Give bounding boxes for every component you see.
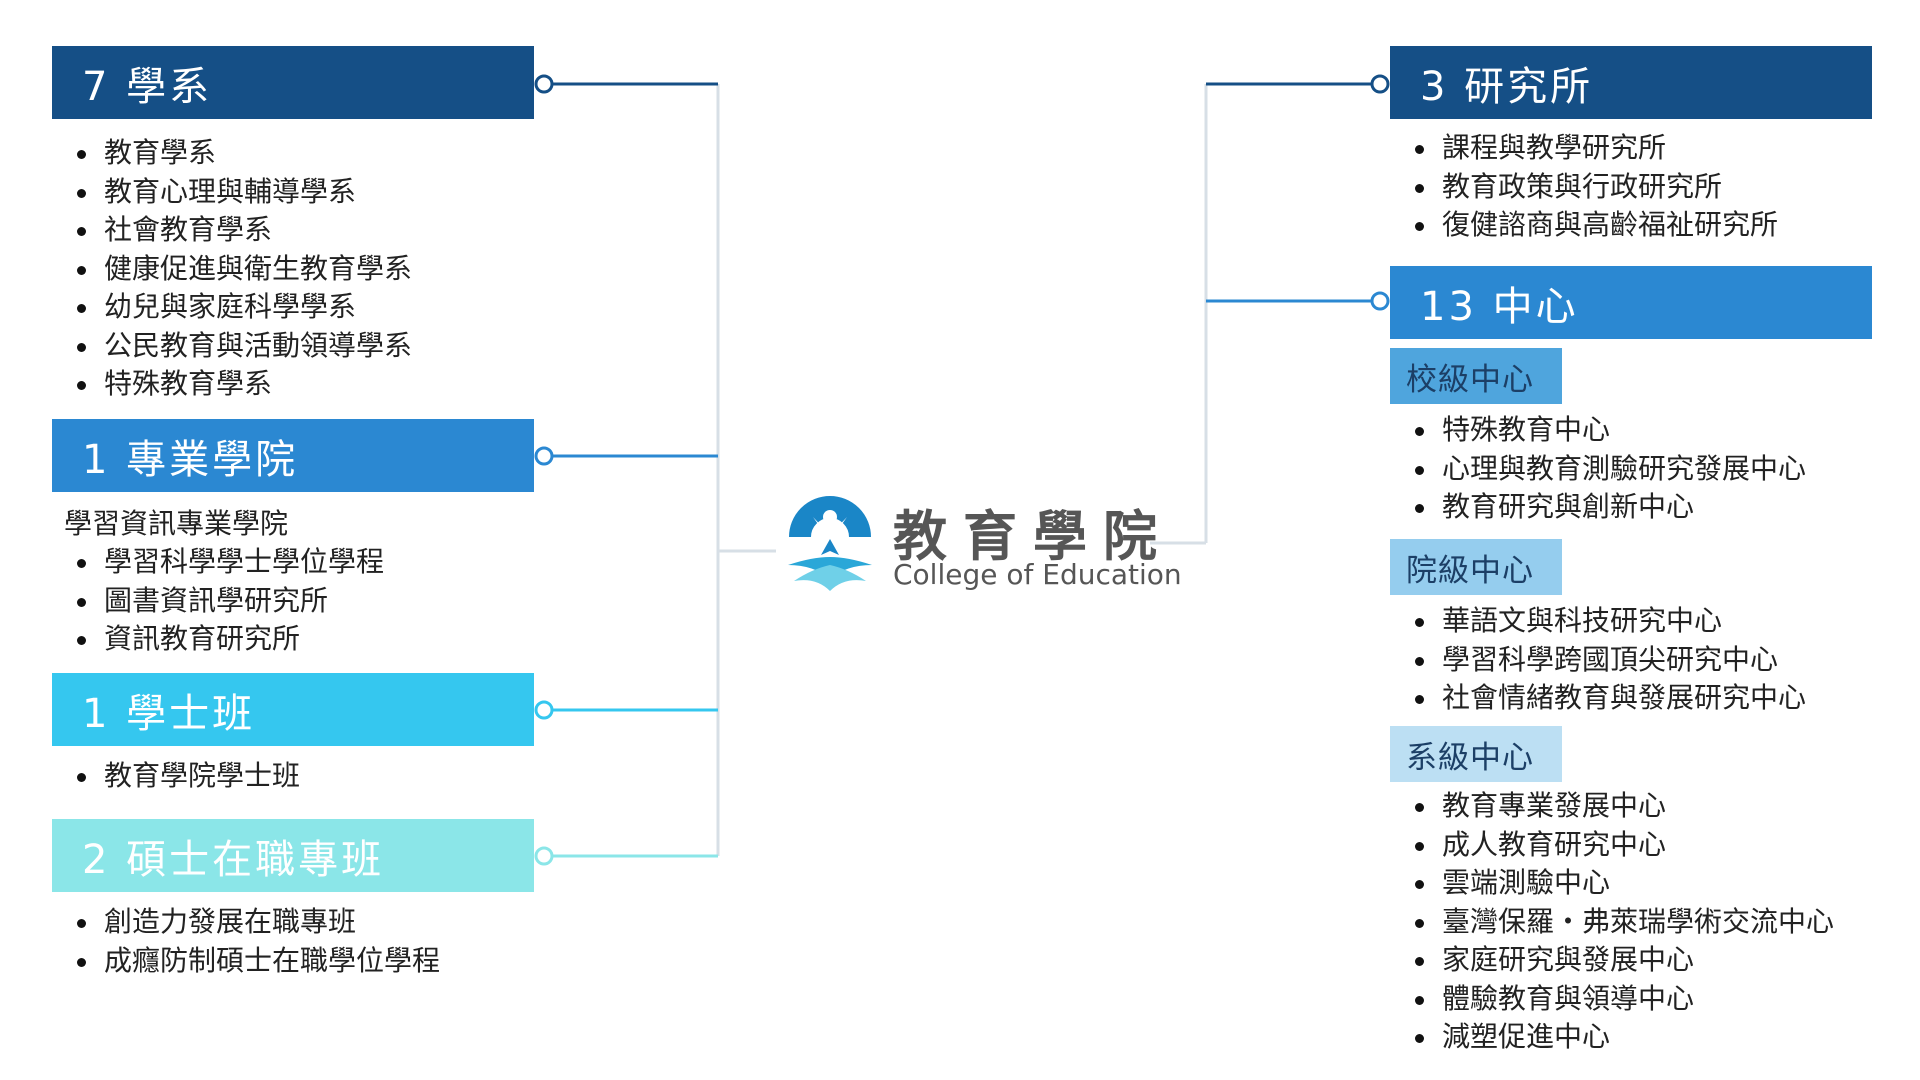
list-item: 體驗教育與領導中心 [1390,980,1834,1019]
list-item: 雲端測驗中心 [1390,864,1834,903]
list-item: 減塑促進中心 [1390,1018,1834,1057]
list-item: 教育心理與輔導學系 [52,173,412,212]
connector-institutes-dot [1370,74,1390,94]
college-level-list: 華語文與科技研究中心 學習科學跨國頂尖研究中心 社會情緒教育與發展研究中心 [1390,602,1806,718]
masters-inservice-title: 2 碩士在職專班 [82,836,385,883]
connector-centers-dot [1370,291,1390,311]
list-item: 教育學院學士班 [52,757,300,796]
departments-title: 7 學系 [82,63,213,110]
college-title: 教育學院 [893,505,1173,568]
university-level-title: 校級中心 [1406,361,1534,398]
college-logo-icon [788,496,872,591]
connector-departments-dot [534,74,554,94]
college-level-title: 院級中心 [1406,552,1534,589]
list-item: 公民教育與活動領導學系 [52,327,412,366]
list-item: 課程與教學研究所 [1390,129,1778,168]
list-item: 社會情緒教育與發展研究中心 [1390,679,1806,718]
list-item: 成人教育研究中心 [1390,826,1834,865]
connector-bachelor-dot [534,700,554,720]
list-item: 教育學系 [52,134,412,173]
department-level-header: 系級中心 [1390,726,1562,782]
department-level-title: 系級中心 [1406,739,1534,776]
institutes-header: 3 研究所 [1390,46,1872,119]
list-item: 學習科學學士學位學程 [52,543,384,582]
masters-inservice-header: 2 碩士在職專班 [52,819,534,892]
list-item: 復健諮商與高齡福祉研究所 [1390,206,1778,245]
bachelor-list: 教育學院學士班 [52,757,300,796]
masters-inservice-list: 創造力發展在職專班 成癮防制碩士在職學位學程 [52,903,440,980]
college-level-header: 院級中心 [1390,539,1562,595]
college-logo [778,495,883,595]
institutes-list: 課程與教學研究所 教育政策與行政研究所 復健諮商與高齡福祉研究所 [1390,129,1778,245]
list-item: 教育政策與行政研究所 [1390,168,1778,207]
bachelor-header: 1 學士班 [52,673,534,746]
list-item: 教育專業發展中心 [1390,787,1834,826]
list-item: 創造力發展在職專班 [52,903,440,942]
list-item: 學習科學跨國頂尖研究中心 [1390,641,1806,680]
bachelor-title: 1 學士班 [82,690,256,737]
departments-list: 教育學系 教育心理與輔導學系 社會教育學系 健康促進與衛生教育學系 幼兒與家庭科… [52,134,412,404]
connector-professional-college-dot [534,446,554,466]
list-item: 特殊教育學系 [52,365,412,404]
department-level-list: 教育專業發展中心 成人教育研究中心 雲端測驗中心 臺灣保羅・弗萊瑞學術交流中心 … [1390,787,1834,1057]
professional-college-list: 學習科學學士學位學程 圖書資訊學研究所 資訊教育研究所 [52,543,384,659]
departments-header: 7 學系 [52,46,534,119]
list-item: 健康促進與衛生教育學系 [52,250,412,289]
list-item: 心理與教育測驗研究發展中心 [1390,450,1806,489]
professional-college-header: 1 專業學院 [52,419,534,492]
professional-college-title: 1 專業學院 [82,436,299,483]
list-item: 資訊教育研究所 [52,620,384,659]
institutes-title: 3 研究所 [1420,63,1594,110]
list-item: 華語文與科技研究中心 [1390,602,1806,641]
professional-college-name: 學習資訊專業學院 [64,507,289,540]
list-item: 家庭研究與發展中心 [1390,941,1834,980]
list-item: 教育研究與創新中心 [1390,488,1806,527]
list-item: 成癮防制碩士在職學位學程 [52,942,440,981]
centers-header: 13 中心 [1390,266,1872,339]
list-item: 幼兒與家庭科學學系 [52,288,412,327]
college-subtitle: College of Education [893,558,1182,591]
centers-title: 13 中心 [1420,283,1579,330]
list-item: 特殊教育中心 [1390,411,1806,450]
list-item: 社會教育學系 [52,211,412,250]
list-item: 臺灣保羅・弗萊瑞學術交流中心 [1390,903,1834,942]
university-level-list: 特殊教育中心 心理與教育測驗研究發展中心 教育研究與創新中心 [1390,411,1806,527]
connector-masters-dot [534,846,554,866]
list-item: 圖書資訊學研究所 [52,582,384,621]
university-level-header: 校級中心 [1390,348,1562,404]
